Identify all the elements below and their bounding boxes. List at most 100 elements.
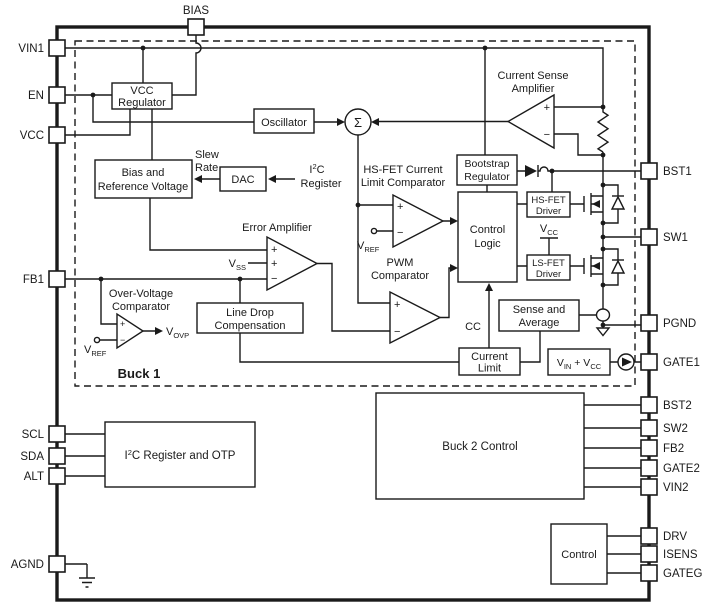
- pin-fb1: [48, 270, 66, 288]
- svg-text:Buck 2 Control: Buck 2 Control: [442, 441, 517, 453]
- pin-drv: [640, 527, 658, 545]
- pin-label-vin1: VIN1: [18, 43, 44, 55]
- pin-bias: [187, 18, 205, 36]
- arrowhead: [155, 327, 163, 335]
- hs-fet-body-diode-symbol: [610, 195, 626, 210]
- pin-label-pgnd: PGND: [663, 318, 696, 330]
- vref-label: VREF: [84, 344, 107, 358]
- pin-label-gate1: GATE1: [663, 357, 700, 369]
- error-amplifier-symbol: + + −: [266, 235, 319, 292]
- pin-label-fb1: FB1: [23, 274, 44, 286]
- pin-sw2: [640, 419, 658, 437]
- block-oscillator: Oscillator: [253, 108, 315, 134]
- pin-label-fb2: FB2: [663, 443, 684, 455]
- pin-label-drv: DRV: [663, 531, 687, 543]
- i2c-register-label: I2C Register: [301, 162, 342, 190]
- current-sense-amplifier-symbol: + −: [506, 93, 555, 150]
- chip-outline: [55, 25, 651, 602]
- over-voltage-comparator-symbol: + −: [116, 312, 145, 350]
- svg-text:−: −: [544, 129, 550, 141]
- svg-text:DAC: DAC: [231, 174, 254, 186]
- block-vin-vcc-supply: VIN + VCC: [547, 348, 611, 376]
- pin-label-sw1: SW1: [663, 232, 688, 244]
- svg-text:+: +: [271, 258, 277, 270]
- wire-power-stage-network: [484, 48, 641, 363]
- svg-text:I2C Register and OTP: I2C Register and OTP: [125, 448, 236, 462]
- pin-bst2: [640, 396, 658, 414]
- wire-bottom-network: [65, 404, 641, 578]
- pin-gate2: [640, 459, 658, 477]
- pin-label-gateg: GATEG: [663, 568, 702, 580]
- vref-node-symbol: [93, 336, 101, 344]
- pin-pgnd: [640, 314, 658, 332]
- arrowhead: [194, 175, 202, 183]
- error-amplifier-label: Error Amplifier: [242, 222, 312, 234]
- hs-fet-current-limit-comparator-symbol: + −: [392, 193, 445, 249]
- wire-left-network: [63, 35, 604, 363]
- block-i2c-register-otp: I2C Register and OTP: [104, 421, 256, 488]
- arrowhead: [450, 217, 458, 225]
- pin-label-en: EN: [28, 90, 44, 102]
- pin-squares: [48, 18, 658, 582]
- sense-resistor-symbol: [596, 107, 610, 153]
- vss-label: VSS: [229, 258, 246, 272]
- svg-text:+: +: [271, 244, 277, 256]
- pin-vin1: [48, 39, 66, 57]
- pin-vin2: [640, 478, 658, 496]
- block-dac: DAC: [219, 166, 267, 192]
- pin-gate1: [640, 353, 658, 371]
- pin-label-scl: SCL: [22, 429, 45, 441]
- pin-label-sw2: SW2: [663, 423, 688, 435]
- arrowhead: [337, 118, 345, 126]
- pin-label-isens: ISENS: [663, 549, 698, 561]
- pin-vcc: [48, 126, 66, 144]
- pwm-comparator-symbol: + −: [389, 290, 442, 345]
- svg-text:−: −: [397, 227, 403, 239]
- pin-label-bias: BIAS: [183, 5, 210, 17]
- pin-bst1: [640, 162, 658, 180]
- svg-text:I2C: I2C: [309, 162, 324, 176]
- pin-labels-left: VIN1 EN VCC FB1 SCL SDA ALT AGND: [11, 43, 45, 571]
- pin-sda: [48, 447, 66, 465]
- svg-text:−: −: [394, 326, 400, 338]
- svg-text:VIN + VCC: VIN + VCC: [557, 357, 602, 371]
- pin-agnd: [48, 555, 66, 573]
- svg-text:−: −: [271, 273, 277, 285]
- agnd-ground-symbol: [79, 577, 95, 588]
- vref-node-symbol: [370, 227, 378, 235]
- junction-dots: [90, 45, 606, 328]
- hs-fet-symbol: [583, 193, 600, 215]
- buck1-boundary: [74, 40, 636, 387]
- pin-alt: [48, 467, 66, 485]
- svg-text:Control: Control: [561, 549, 596, 561]
- block-buck2-control: Buck 2 Control: [375, 392, 585, 500]
- arrowhead: [371, 118, 379, 126]
- pin-label-bst1: BST1: [663, 166, 692, 178]
- pin-label-gate2: GATE2: [663, 463, 700, 475]
- pin-isens: [640, 545, 658, 563]
- arrowhead: [485, 283, 493, 291]
- pin-label-alt: ALT: [24, 471, 44, 483]
- svg-text:−: −: [120, 335, 125, 345]
- pin-en: [48, 86, 66, 104]
- pgnd-ground-arrow-symbol: [595, 327, 611, 337]
- gate1-current-source-symbol: [617, 353, 635, 371]
